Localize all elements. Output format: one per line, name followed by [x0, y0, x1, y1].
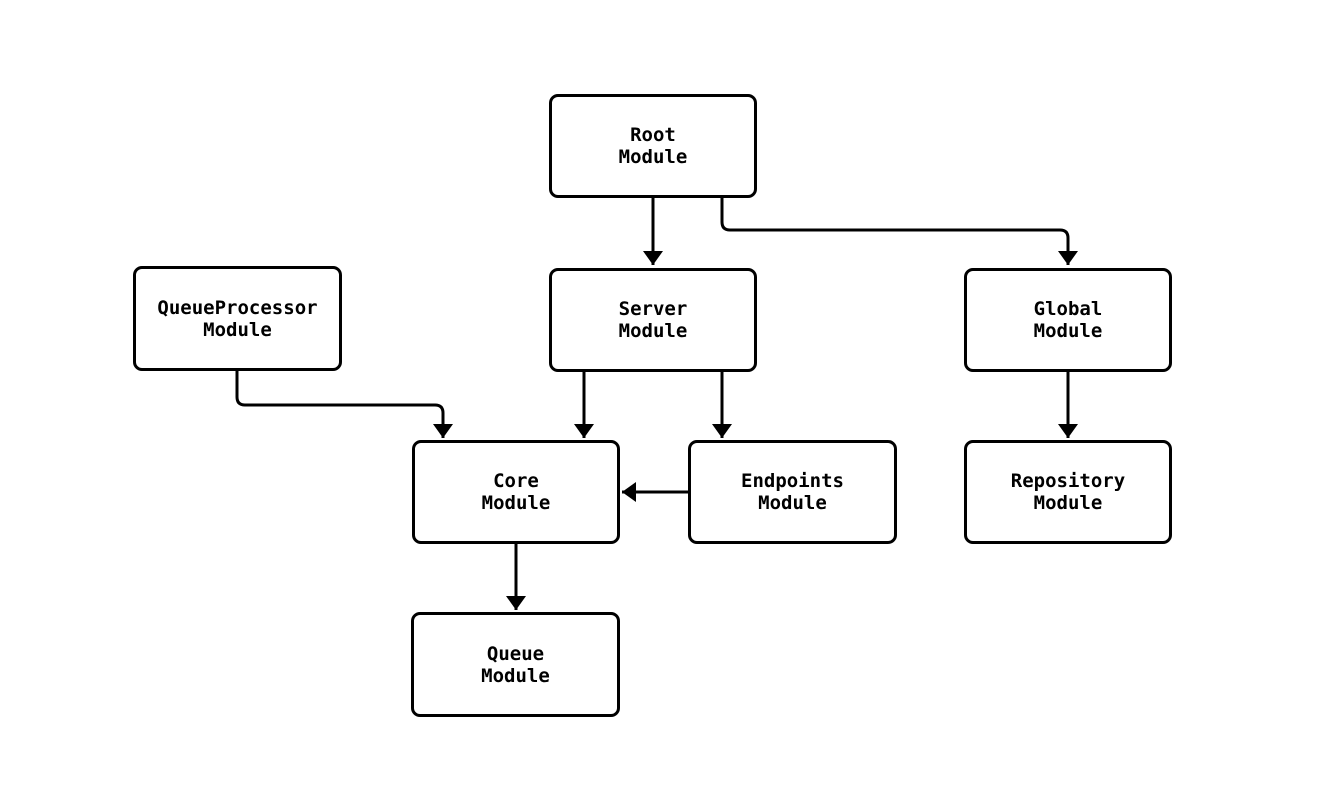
node-label-line: Global	[1033, 298, 1103, 320]
node-label-line: Queue	[486, 642, 545, 665]
node-repository-module: Repository Module	[964, 440, 1172, 544]
node-label-line: Module	[1033, 320, 1103, 342]
edge-queueprocessor-to-core	[235, 371, 453, 438]
node-endpoints-module: Endpoints Module	[688, 440, 897, 544]
node-label-line: Module	[481, 664, 550, 687]
node-label-line: Module	[618, 146, 688, 168]
node-label-line: Module	[618, 320, 688, 342]
node-label-line: Module	[1033, 492, 1103, 514]
node-global-module: Global Module	[964, 268, 1172, 372]
node-label-line: Repository	[1010, 470, 1126, 492]
node-queueprocessor-module: QueueProcessor Module	[133, 266, 342, 371]
node-label-line: Endpoints	[741, 470, 844, 492]
node-label-line: Module	[481, 492, 551, 514]
node-label-line: Core	[493, 470, 539, 492]
edge-root-to-global	[720, 198, 1078, 265]
node-queue-module: Queue Module	[411, 612, 620, 717]
node-label-line: Module	[203, 318, 272, 341]
node-label-line: Root	[630, 124, 676, 146]
node-label-line: QueueProcessor	[157, 296, 318, 319]
node-label-line: Server	[618, 298, 688, 320]
node-server-module: Server Module	[549, 268, 757, 372]
node-label-line: Module	[758, 492, 827, 514]
node-root-module: Root Module	[549, 94, 757, 198]
node-core-module: Core Module	[412, 440, 620, 544]
